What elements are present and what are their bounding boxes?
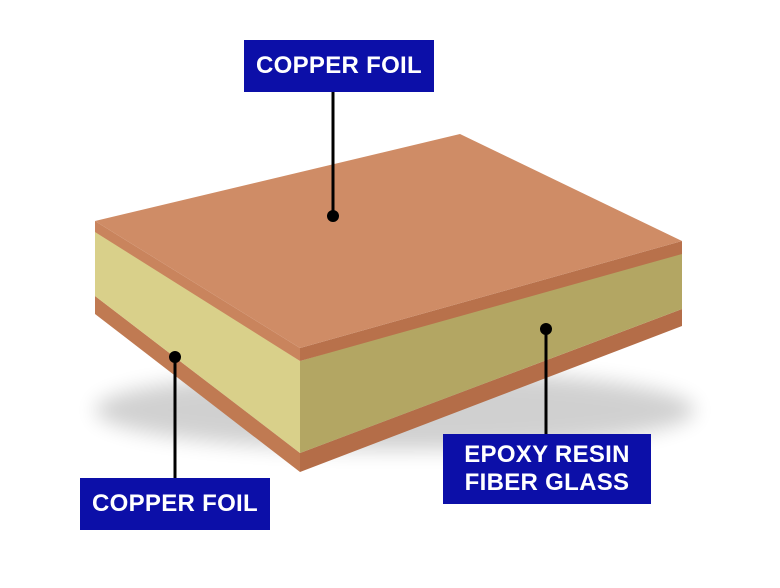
bottom-copper-right-edge (300, 309, 682, 472)
label-core-line-1: EPOXY RESIN (464, 441, 630, 468)
leader-dot-core (540, 323, 552, 335)
core-left-face (95, 228, 300, 453)
leader-dot-top-copper (327, 210, 339, 222)
top-copper-left-edge (95, 221, 300, 361)
label-epoxy-resin-fiber-glass: EPOXY RESIN FIBER GLASS (443, 434, 651, 504)
leader-dot-bottom-copper (169, 351, 181, 363)
top-copper-face (95, 134, 682, 348)
core-right-face (300, 249, 682, 453)
label-top-copper-foil: COPPER FOIL (244, 40, 434, 92)
label-core-line-2: FIBER GLASS (464, 469, 630, 496)
label-bottom-copper-foil: COPPER FOIL (80, 478, 270, 530)
top-copper-right-edge (300, 241, 682, 361)
bottom-copper-left-edge (95, 296, 300, 472)
